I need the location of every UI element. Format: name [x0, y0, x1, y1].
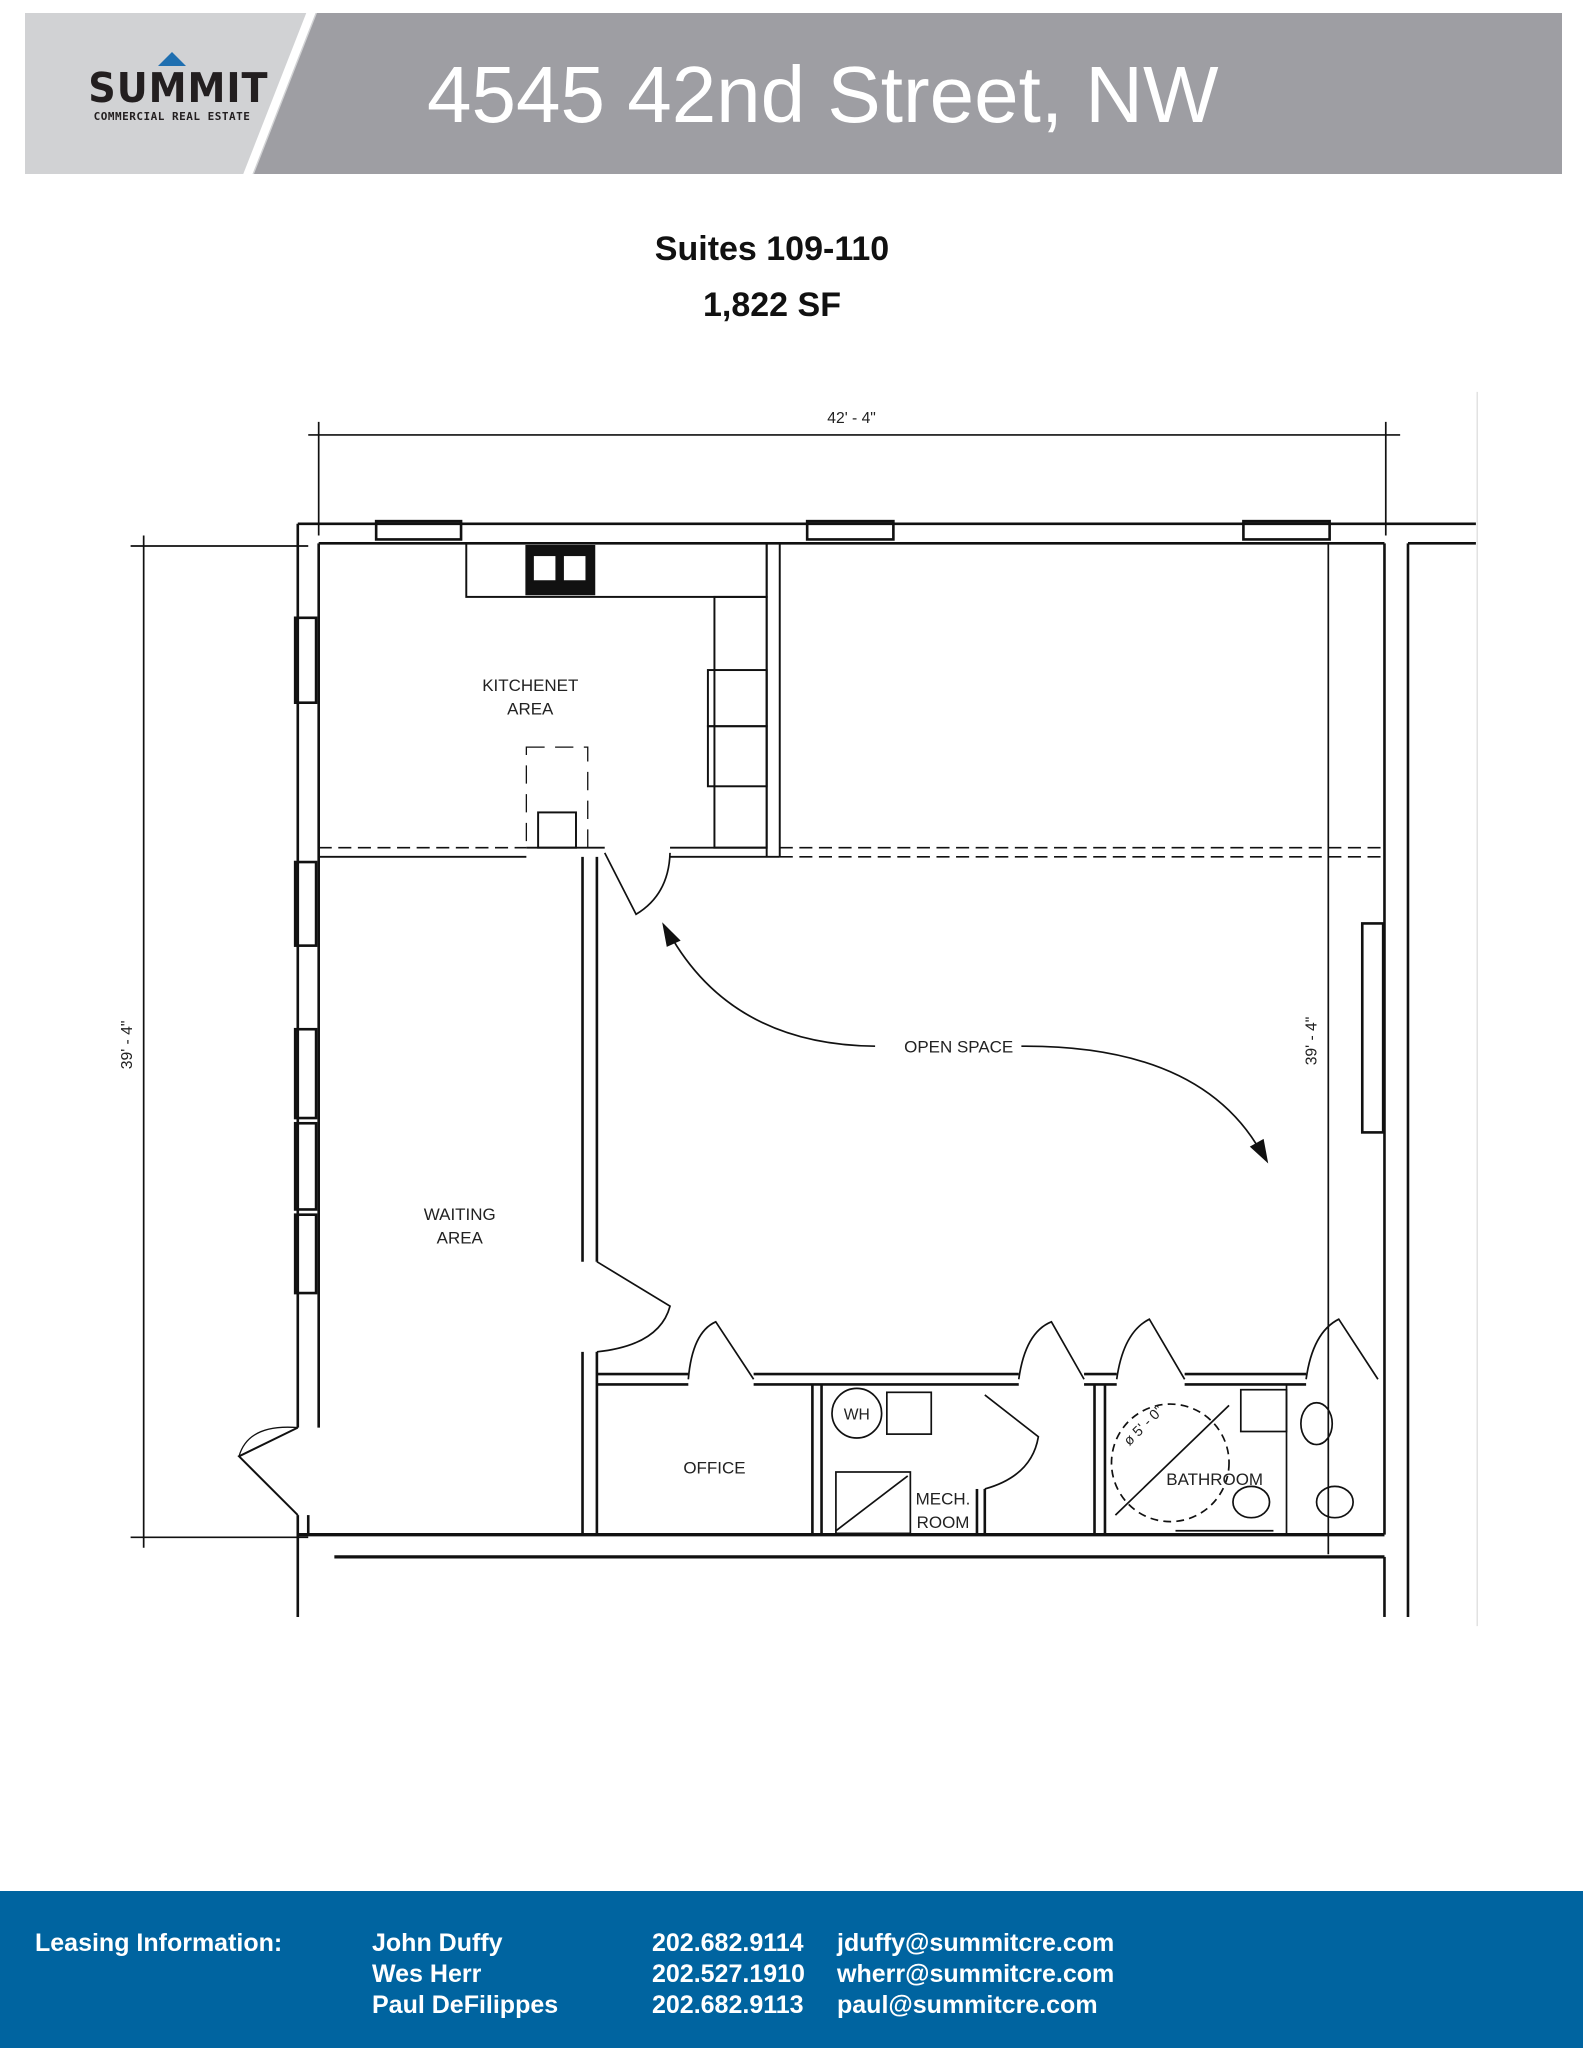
- bathroom-label: BATHROOM: [1166, 1470, 1263, 1489]
- right-depth-dimension: 39' - 4": [1304, 1017, 1321, 1066]
- contact-email[interactable]: jduffy@summitcre.com: [837, 1929, 1115, 1957]
- mech-room-label-2: ROOM: [917, 1513, 970, 1532]
- dimension-lines: [130, 421, 1401, 1548]
- contact-phone[interactable]: 202.682.9113: [652, 1991, 804, 2019]
- contact-phones: 202.682.9114 202.527.1910 202.682.9113: [652, 1928, 805, 2021]
- kitchenet-label: KITCHENET: [482, 676, 578, 695]
- mech-room-label: MECH.: [916, 1490, 971, 1509]
- room-labels: KITCHENET AREA OPEN SPACE WAITING AREA O…: [424, 676, 1263, 1532]
- page-title: 4545 42nd Street, NW: [427, 50, 1219, 139]
- leasing-footer: Leasing Information: John Duffy Wes Herr…: [0, 1891, 1583, 2048]
- suites-label: Suites 109-110: [654, 230, 890, 268]
- header-title-panel: [254, 13, 1562, 174]
- interior-walls: [581, 856, 1307, 1535]
- kitchen-door: [603, 852, 671, 916]
- contact-phone[interactable]: 202.527.1910: [652, 1960, 805, 1988]
- room-fixtures: [831, 1384, 1354, 1535]
- contact-phone[interactable]: 202.682.9114: [652, 1929, 804, 1957]
- contact-name: John Duffy: [372, 1929, 503, 1957]
- contact-email[interactable]: paul@summitcre.com: [837, 1991, 1098, 2019]
- left-depth-dimension: 39' - 4": [119, 1021, 136, 1070]
- area-label: 1,822 SF: [703, 286, 841, 324]
- kitchenet-label-2: AREA: [507, 699, 554, 718]
- exterior-walls: [296, 522, 1476, 1617]
- mountain-icon: [158, 52, 186, 66]
- summit-logo: SUMMIT COMMERCIAL REAL ESTATE: [82, 52, 269, 124]
- kitchenet-fixtures: [318, 542, 1385, 858]
- doors: [596, 1260, 1379, 1490]
- waiting-area-label-2: AREA: [437, 1228, 484, 1247]
- contact-email[interactable]: wherr@summitcre.com: [837, 1960, 1115, 1988]
- windows: [293, 519, 1385, 1295]
- width-dimension: 42' - 4": [827, 410, 876, 427]
- contact-name: Wes Herr: [372, 1960, 482, 1988]
- open-space-label: OPEN SPACE: [904, 1038, 1013, 1057]
- contact-names: John Duffy Wes Herr Paul DeFilippes: [372, 1928, 558, 2021]
- logo-tagline: COMMERCIAL REAL ESTATE: [93, 110, 251, 123]
- office-label: OFFICE: [683, 1458, 745, 1477]
- leasing-label: Leasing Information:: [35, 1929, 283, 1957]
- logo-wordmark: SUMMIT: [88, 64, 269, 112]
- contact-emails: jduffy@summitcre.com wherr@summitcre.com…: [837, 1928, 1114, 2021]
- water-heater-label: WH: [844, 1407, 870, 1424]
- contact-name: Paul DeFilippes: [372, 1991, 559, 2019]
- open-space-arrows: [662, 922, 1269, 1164]
- waiting-area-label: WAITING: [424, 1205, 496, 1224]
